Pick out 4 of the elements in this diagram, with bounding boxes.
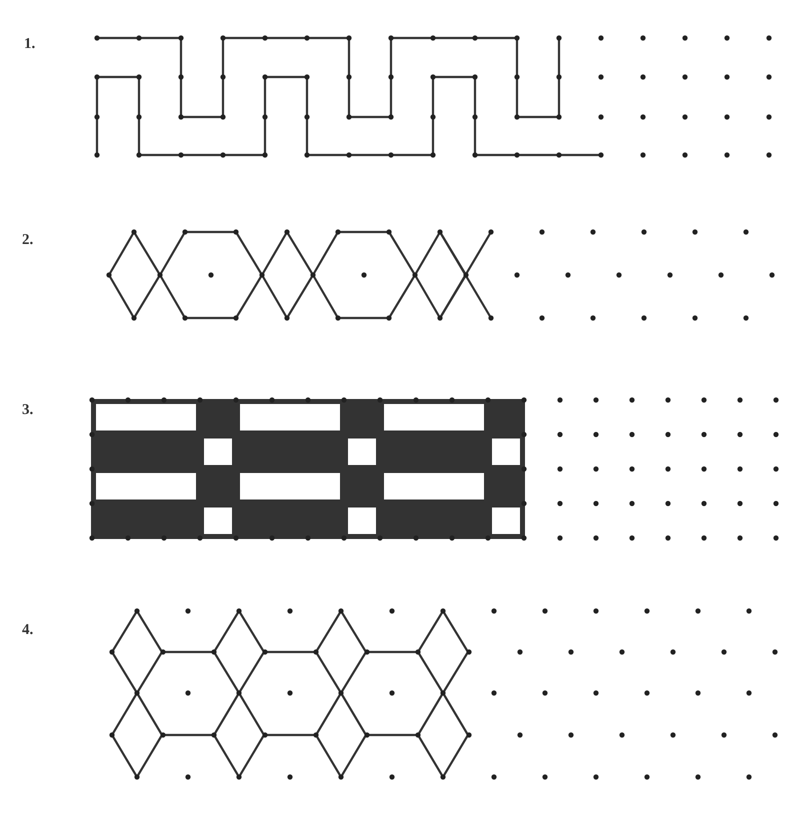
- row-number: 2.: [22, 232, 34, 249]
- row-number: 1.: [24, 36, 36, 53]
- row-number: 3.: [22, 402, 34, 419]
- row-number: 4.: [22, 622, 34, 639]
